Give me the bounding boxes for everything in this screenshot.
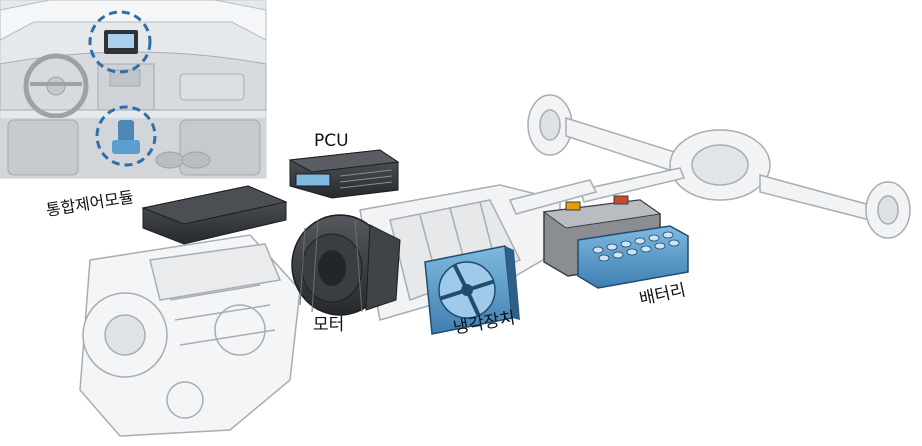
- pcu-label: PCU: [314, 131, 349, 151]
- cooling-system-unit: [424, 245, 520, 335]
- car-interior-inset: [0, 0, 267, 179]
- shifter-highlight-circle: [95, 105, 157, 167]
- motor-label: 모터: [313, 315, 345, 335]
- display-highlight-circle: [88, 10, 152, 74]
- battery-unit: [542, 195, 689, 289]
- rear-axle: [527, 94, 911, 239]
- transmission: [359, 179, 598, 321]
- engine-block: [79, 234, 301, 437]
- integrated-control-module: [141, 185, 288, 245]
- pcu-unit: [288, 149, 400, 199]
- motor-unit: [291, 214, 401, 316]
